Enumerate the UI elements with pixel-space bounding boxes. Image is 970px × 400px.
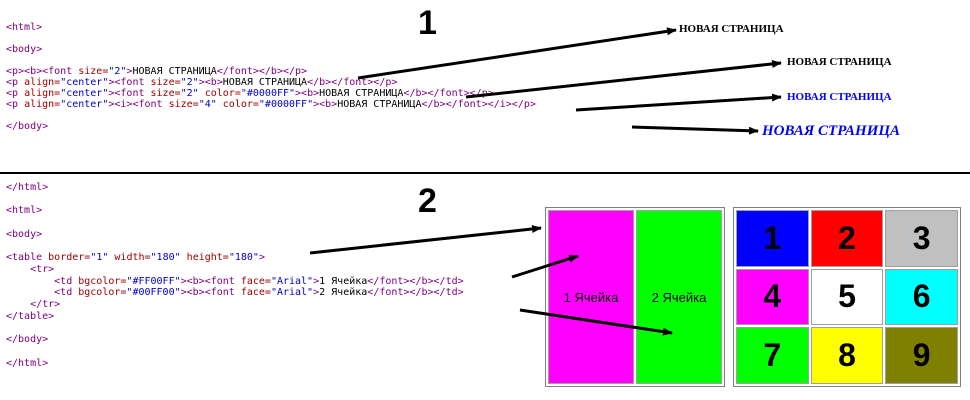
output-line-3: НОВАЯ СТРАНИЦА [787, 91, 892, 103]
grid-cell-3: 3 [885, 210, 958, 267]
code2-line: <table border="1" width="180" height="18… [6, 252, 265, 264]
example-table: 1 Ячейка 2 Ячейка [545, 207, 725, 387]
grid-cell-7: 7 [736, 327, 809, 384]
example-cell-2: 2 Ячейка [636, 210, 722, 384]
code2-line [6, 217, 464, 229]
code2-line [6, 194, 464, 206]
code2-line [6, 241, 464, 253]
code1-line: <p><b><font size="2">НОВАЯ СТРАНИЦА</fon… [6, 66, 308, 77]
code2-line: </html> [6, 182, 49, 193]
grid-cell-1: 1 [736, 210, 809, 267]
section-divider [0, 172, 970, 174]
code1-line [6, 110, 536, 121]
code2-line: </table> [6, 310, 55, 322]
output-line-4: НОВАЯ СТРАНИЦА [762, 123, 901, 139]
grid-cell-6: 6 [885, 268, 958, 326]
section-2-code: </html> <html> <body> <table border="1" … [6, 182, 464, 369]
section-2-number: 2 [418, 182, 437, 220]
code2-line: <td bgcolor="#FF00FF"><b><font face="Ari… [6, 275, 464, 287]
code1-line [6, 33, 536, 44]
code2-line: <body> [6, 228, 43, 240]
grid-cell-9: 9 [885, 327, 958, 384]
code1-line: <p align="center"><font size="2"><b>НОВА… [6, 77, 398, 88]
grid-cell-2: 2 [810, 210, 884, 267]
color-grid: 1 2 3 4 5 6 7 8 9 [733, 207, 961, 387]
code1-line [6, 55, 536, 66]
code2-line: <html> [6, 205, 43, 217]
section-1-code: <html> <body> <p><b><font size="2">НОВАЯ… [6, 22, 536, 132]
output-line-2: НОВАЯ СТРАНИЦА [787, 56, 892, 68]
arrow-4 [631, 125, 759, 135]
code1-line: <p align="center"><font size="2" color="… [6, 88, 494, 99]
code2-line: <tr> [6, 263, 55, 275]
output-line-1: НОВАЯ СТРАНИЦА [679, 23, 784, 35]
arrow-3 [575, 93, 782, 112]
code2-line: </body> [6, 334, 49, 346]
example-cell-1: 1 Ячейка [548, 210, 634, 384]
code2-line: <td bgcolor="#00FF00"><b><font face="Ari… [6, 287, 464, 299]
grid-cell-8: 8 [810, 327, 884, 384]
grid-cell-4: 4 [736, 268, 809, 326]
code1-line: </body> [6, 121, 49, 132]
code2-line [6, 346, 464, 358]
code2-line: </html> [6, 357, 49, 369]
code1-line: <html> [6, 22, 43, 33]
code2-line: </tr> [6, 299, 61, 311]
code2-line [6, 322, 464, 334]
code1-line: <body> [6, 44, 43, 55]
grid-cell-5: 5 [810, 268, 884, 326]
code1-line: <p align="center"><i><font size="4" colo… [6, 99, 536, 110]
